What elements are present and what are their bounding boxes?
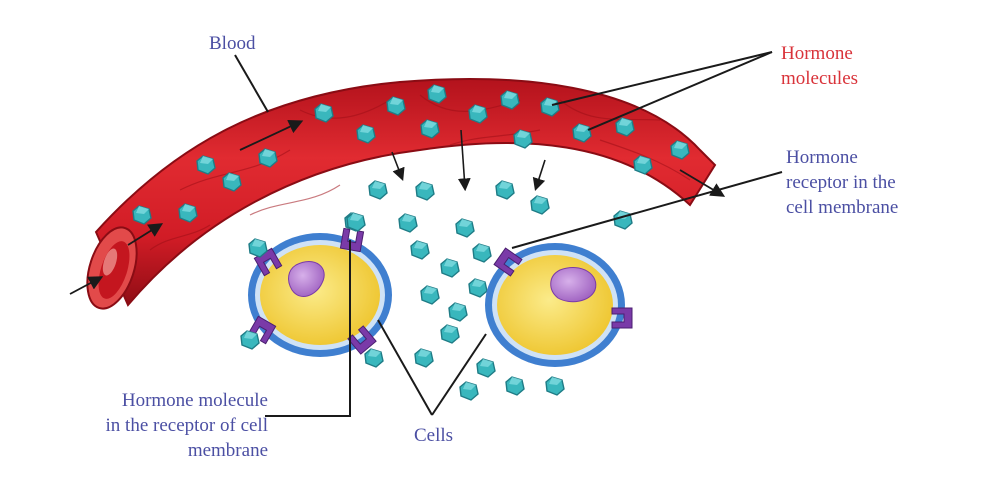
label-hormone-receptor: Hormone receptor in the cell membrane (786, 145, 898, 220)
cell-left (241, 213, 392, 367)
label-line: membrane (40, 438, 268, 463)
label-hormone-molecules: Hormone molecules (781, 41, 858, 91)
label-line: cell membrane (786, 195, 898, 220)
label-molecule-in-receptor: Hormone molecule in the receptor of cell… (40, 388, 268, 463)
label-line: in the receptor of cell (40, 413, 268, 438)
label-blood: Blood (209, 31, 255, 56)
label-line: Hormone (786, 145, 898, 170)
cell-right (485, 243, 632, 367)
label-line: Hormone molecule (40, 388, 268, 413)
label-cells: Cells (414, 423, 453, 448)
label-line: Hormone (781, 41, 858, 66)
label-line: receptor in the (786, 170, 898, 195)
label-line: molecules (781, 66, 858, 91)
